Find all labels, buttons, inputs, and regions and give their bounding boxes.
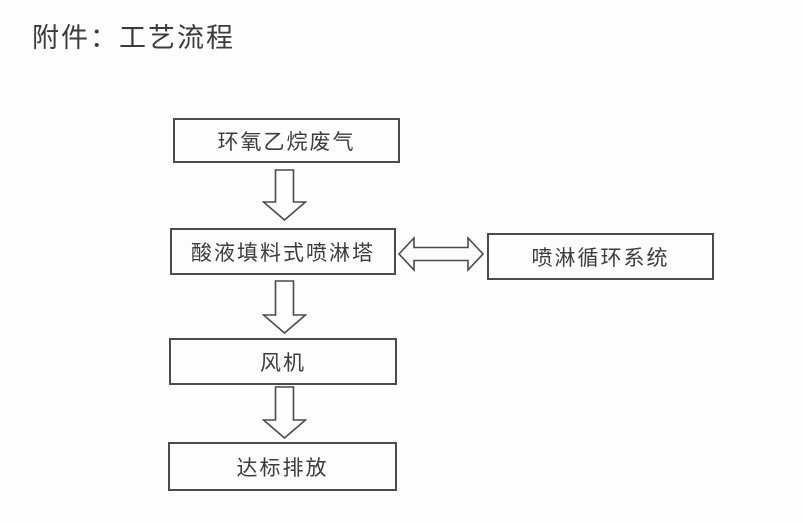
down-block-arrow-shape: [262, 169, 307, 221]
flow-node-label: 环氧乙烷废气: [217, 129, 356, 154]
flow-node-label: 风机: [260, 350, 306, 375]
flow-node-eo-waste-gas: 环氧乙烷废气: [173, 118, 400, 163]
down-block-arrow-icon: [262, 169, 307, 221]
down-block-arrow-icon: [262, 280, 307, 334]
down-block-arrow-shape: [262, 280, 307, 334]
down-block-arrow-icon: [262, 386, 307, 439]
flow-node-label: 喷淋循环系统: [531, 245, 670, 270]
flow-node-compliant-discharge: 达标排放: [168, 442, 397, 491]
page-title: 附件：工艺流程: [32, 23, 235, 53]
flow-node-label: 达标排放: [236, 455, 329, 480]
double-headed-block-arrow-shape: [398, 235, 484, 273]
down-block-arrow-shape: [262, 386, 307, 439]
double-headed-block-arrow-icon: [398, 235, 484, 273]
flow-node-fan: 风机: [169, 338, 397, 385]
flow-node-acid-packed-spray-tower: 酸液填料式喷淋塔: [170, 228, 396, 275]
flow-node-spray-circulation-system: 喷淋循环系统: [487, 233, 714, 280]
flow-node-label: 酸液填料式喷淋塔: [191, 240, 375, 265]
